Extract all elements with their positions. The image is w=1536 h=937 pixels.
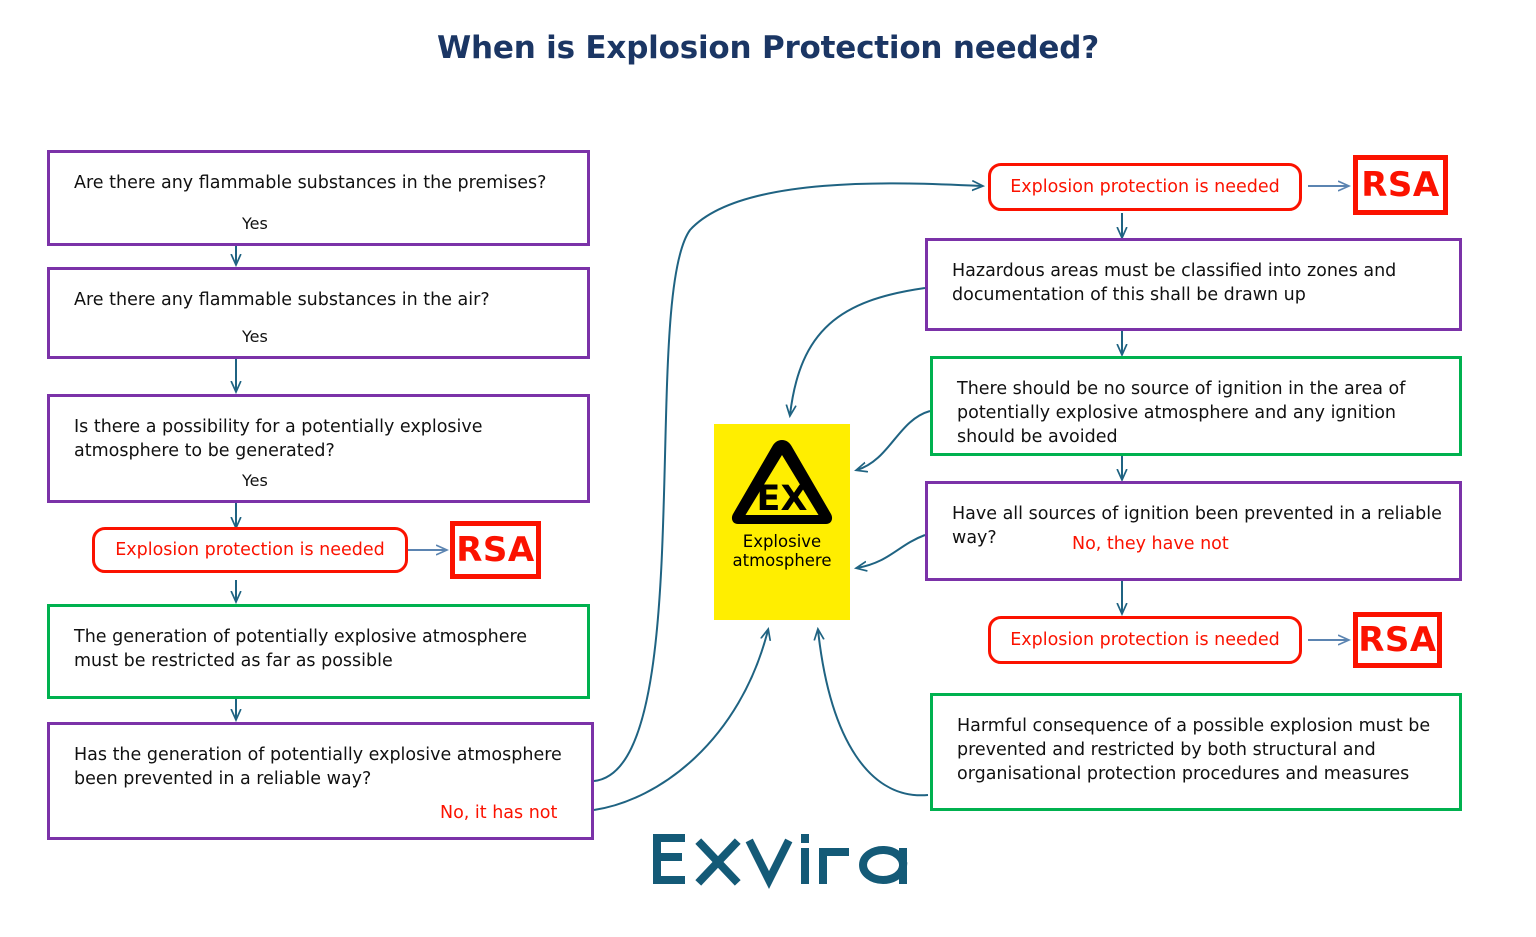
node-restrict-generation[interactable]: The generation of potentially explosive … — [47, 604, 590, 699]
warning-caption-line1: Explosive — [742, 532, 822, 551]
warning-caption-line2: atmosphere — [732, 551, 832, 571]
node-generation-prevented[interactable]: Has the generation of potentially explos… — [47, 722, 594, 840]
node-text: Harmful consequence of a possible explos… — [957, 716, 1431, 785]
outcome-label: Explosion protection is needed — [1010, 177, 1280, 197]
edge-label-no: No, it has not — [440, 803, 558, 823]
explosive-atmosphere-warning-sign: EX Explosive atmosphere — [714, 424, 850, 620]
warning-sign-caption: Explosive atmosphere — [733, 532, 832, 571]
node-text: Have all sources of ignition been preven… — [952, 504, 1442, 549]
rsa-badge-bottom-right[interactable]: RSA — [1353, 612, 1442, 668]
node-text: Are there any flammable substances in th… — [74, 290, 490, 310]
outcome-explosion-protection-top-right[interactable]: Explosion protection is needed — [988, 163, 1302, 211]
node-ignition-prevented[interactable]: Have all sources of ignition been preven… — [925, 481, 1462, 581]
node-text: Hazardous areas must be classified into … — [952, 261, 1397, 306]
node-no-source-ignition[interactable]: There should be no source of ignition in… — [930, 356, 1462, 456]
node-harmful-consequence[interactable]: Harmful consequence of a possible explos… — [930, 693, 1462, 811]
svg-text:EX: EX — [757, 479, 808, 519]
outcome-label: Explosion protection is needed — [1010, 630, 1280, 650]
rsa-badge-left[interactable]: RSA — [450, 521, 541, 579]
edge-label-no: No, they have not — [1072, 534, 1229, 554]
rsa-label: RSA — [456, 530, 535, 570]
outcome-label: Explosion protection is needed — [115, 540, 385, 560]
edge-label-yes: Yes — [242, 471, 268, 490]
node-text: Has the generation of potentially explos… — [74, 745, 562, 790]
node-text: There should be no source of ignition in… — [957, 379, 1406, 448]
rsa-label: RSA — [1361, 165, 1440, 205]
node-possibility-explosive-atmosphere[interactable]: Is there a possibility for a potentially… — [47, 394, 590, 503]
node-text: Are there any flammable substances in th… — [74, 173, 547, 193]
outcome-explosion-protection-bottom-right[interactable]: Explosion protection is needed — [988, 616, 1302, 664]
rsa-badge-top-right[interactable]: RSA — [1353, 155, 1448, 215]
node-text: The generation of potentially explosive … — [74, 627, 528, 672]
node-flammable-air[interactable]: Are there any flammable substances in th… — [47, 267, 590, 359]
exvira-logo — [653, 834, 908, 889]
edge-label-yes: Yes — [242, 327, 268, 346]
outcome-explosion-protection-left[interactable]: Explosion protection is needed — [92, 527, 408, 573]
rsa-label: RSA — [1358, 620, 1437, 660]
ex-hazard-triangle-icon: EX — [731, 440, 833, 524]
node-flammable-premises[interactable]: Are there any flammable substances in th… — [47, 150, 590, 246]
edge-label-yes: Yes — [242, 214, 268, 233]
node-text: Is there a possibility for a potentially… — [74, 417, 483, 462]
node-classify-zones[interactable]: Hazardous areas must be classified into … — [925, 238, 1462, 331]
page-title: When is Explosion Protection needed? — [437, 30, 1099, 66]
